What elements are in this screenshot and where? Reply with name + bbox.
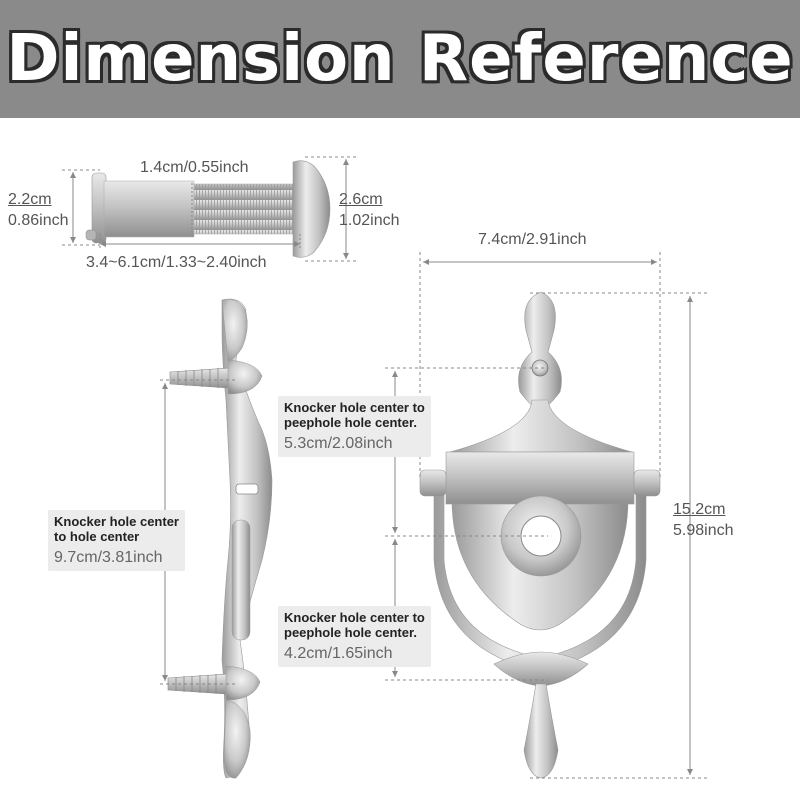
knocker-side-view [160,298,273,779]
side-ring [231,519,251,641]
peephole-right-cm-label: 2.6cm [339,191,383,208]
front-top-finial [518,291,562,411]
callout-side-hole-distance: Knocker hole center to hole center 9.7cm… [48,510,185,571]
knocker-front-view [385,252,708,779]
knocker-height-inch-label: 5.98inch [673,522,734,539]
side-slot [235,483,259,495]
peephole-thread [193,183,295,235]
peephole-left-inch-label: 0.86inch [8,212,69,229]
front-hinge-left [419,469,447,497]
front-neck [449,399,633,453]
front-bottom-finial [523,683,559,779]
front-hinge-right [633,469,661,497]
side-bottom-finial [223,699,251,779]
callout-side-value: 9.7cm/3.81inch [54,549,163,566]
peephole-diameter-label: 1.4cm/0.55inch [140,159,249,176]
peephole-right-inch-label: 1.02inch [339,212,400,229]
screw-top-icon [169,359,263,395]
screw-bottom-icon [167,665,261,701]
peephole-drawing [62,156,356,262]
peephole-length-label: 3.4~6.1cm/1.33~2.40inch [86,254,267,271]
callout-top-peephole-distance: Knocker hole center to peephole hole cen… [278,396,431,457]
front-bottom-striker [493,651,589,687]
banner-title: Dimension Reference [6,22,794,96]
peephole-left-cm-label: 2.2cm [8,191,52,208]
peephole-barrel [103,180,195,238]
callout-top-heading: Knocker hole center to peephole hole cen… [284,400,425,430]
front-top-hole [531,359,549,377]
knocker-height-cm-label: 15.2cm [673,501,726,518]
knocker-width-label: 7.4cm/2.91inch [478,231,587,248]
callout-top-value: 5.3cm/2.08inch [284,435,393,452]
peephole-dimension-lines [62,156,356,262]
title-banner: Dimension Reference [0,0,800,118]
callout-bottom-value: 4.2cm/1.65inch [284,645,393,662]
callout-side-heading: Knocker hole center to hole center [54,514,179,544]
callout-bottom-peephole-distance: Knocker hole center to peephole hole cen… [278,606,431,667]
peephole-flange [292,160,331,258]
side-top-finial [221,299,248,363]
peephole-pin [85,229,97,241]
callout-bottom-heading: Knocker hole center to peephole hole cen… [284,610,425,640]
front-top-plate [445,451,635,505]
